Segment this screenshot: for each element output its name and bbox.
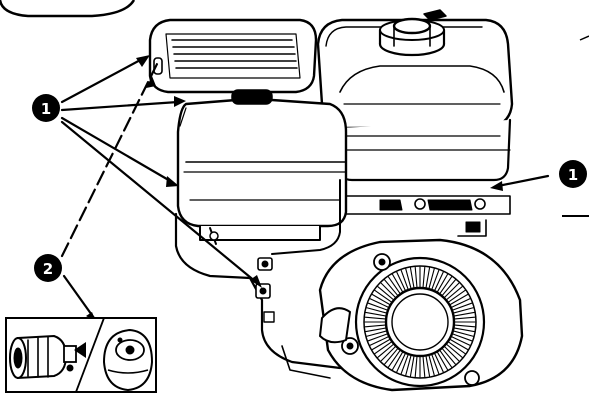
starter-fin: [425, 355, 431, 377]
crankcase: [174, 179, 511, 379]
starter-fin: [364, 324, 386, 328]
leader-1-right: [496, 174, 550, 188]
starter-fin: [422, 356, 426, 378]
starter-fin: [448, 341, 466, 355]
starter-fin: [387, 350, 401, 368]
starter-fin: [400, 269, 409, 290]
leader-lines: [60, 56, 550, 320]
starter-fin: [446, 286, 463, 301]
starter-fin: [371, 338, 391, 351]
starter-fin: [384, 279, 399, 296]
fuel-tank: [316, 9, 514, 182]
starter-fin: [452, 333, 473, 342]
starter-fin: [431, 354, 440, 375]
corner-arc: [0, 0, 136, 18]
starter-fin: [436, 351, 449, 371]
starter-fin: [434, 271, 444, 291]
starter-fin: [453, 330, 474, 337]
starter-fin: [453, 311, 475, 317]
leader-1-b: [60, 100, 180, 112]
starter-fin: [414, 356, 418, 378]
callout-1-right: 1: [559, 160, 587, 188]
starter-fin: [384, 348, 399, 365]
callout-2-number: 2: [43, 260, 53, 278]
leader-1-a: [60, 56, 146, 104]
starter-fin: [374, 341, 392, 355]
starter-fin: [409, 267, 415, 289]
starter-fin: [377, 343, 394, 358]
air-cleaner-top: [148, 18, 318, 94]
starter-fin: [391, 273, 404, 293]
starter-fin: [414, 266, 418, 288]
leader-1-c: [60, 116, 174, 184]
starter-fin: [441, 279, 456, 296]
starter-fin: [451, 336, 471, 346]
starter-fin: [391, 351, 404, 371]
starter-fin: [405, 268, 412, 289]
starter-fin: [364, 316, 386, 320]
starter-fin: [428, 268, 435, 289]
starter-fin: [453, 327, 475, 333]
starter-fin: [431, 269, 440, 290]
starter-fin: [449, 338, 469, 351]
starter-fin: [409, 355, 415, 377]
starter-fin: [365, 311, 387, 317]
starter-fin: [396, 353, 406, 373]
starter-fin: [366, 330, 387, 337]
starter-fin: [422, 266, 426, 288]
starter-fin: [441, 348, 456, 365]
starter-fin: [366, 307, 387, 314]
starter-fin: [446, 343, 463, 358]
starter-fin: [369, 298, 389, 308]
starter-fin: [400, 354, 409, 375]
starter-fin: [380, 282, 396, 298]
starter-fin: [405, 355, 412, 376]
edge-mark: [579, 35, 589, 41]
starter-fin: [444, 282, 460, 298]
starter-fin: [371, 293, 391, 306]
callout-1-right-number: 1: [568, 166, 578, 184]
callout-2: 2: [34, 254, 62, 282]
leader-1-d: [60, 120, 258, 284]
leader-2-b: [62, 274, 96, 320]
starter-fin: [369, 336, 389, 346]
inset-divider: [75, 317, 105, 393]
starter-fin: [377, 286, 394, 301]
leader-2-dashed: [60, 60, 160, 258]
starter-fin: [448, 289, 466, 303]
starter-fin: [452, 302, 473, 311]
starter-fin: [454, 324, 476, 328]
starter-fin: [396, 271, 406, 291]
starter-fin: [425, 267, 431, 289]
callout-1-left: 1: [32, 94, 60, 122]
starter-fin: [453, 307, 474, 314]
air-cleaner-box: [176, 89, 348, 245]
starter-fin: [454, 316, 476, 320]
starter-fin: [444, 346, 460, 362]
starter-fin: [451, 298, 471, 308]
starter-fin: [367, 333, 388, 342]
starter-fin: [428, 355, 435, 376]
engine-illustration: [148, 9, 524, 392]
starter-fin: [434, 353, 444, 373]
starter-fin: [439, 276, 453, 294]
recoil-starter: [318, 238, 524, 392]
spark-plug-boot: [9, 334, 86, 380]
starter-fin: [365, 327, 387, 333]
starter-fin: [436, 273, 449, 293]
starter-fin: [387, 276, 401, 294]
starter-fin: [439, 350, 453, 368]
starter-fin: [374, 289, 392, 303]
terminal-part: [102, 328, 154, 392]
callout-1-left-number: 1: [41, 100, 51, 118]
starter-fin: [380, 346, 396, 362]
inset-box: [5, 317, 157, 393]
starter-fin: [449, 293, 469, 306]
starter-fin: [367, 302, 388, 311]
